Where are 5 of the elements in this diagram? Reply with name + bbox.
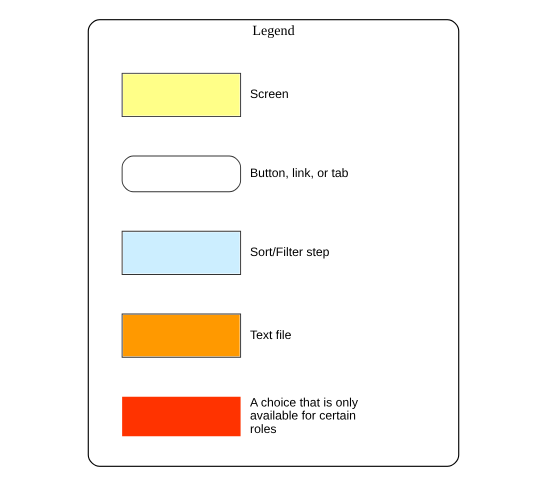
legend-label: Screen [249,87,288,102]
legend-label: Text file [249,328,291,342]
legend-label: Button, link, or tab [249,166,348,180]
legend-label: Sort/Filter step [249,245,329,260]
legend-label: A choice that is only available for certain roles [249,396,358,436]
